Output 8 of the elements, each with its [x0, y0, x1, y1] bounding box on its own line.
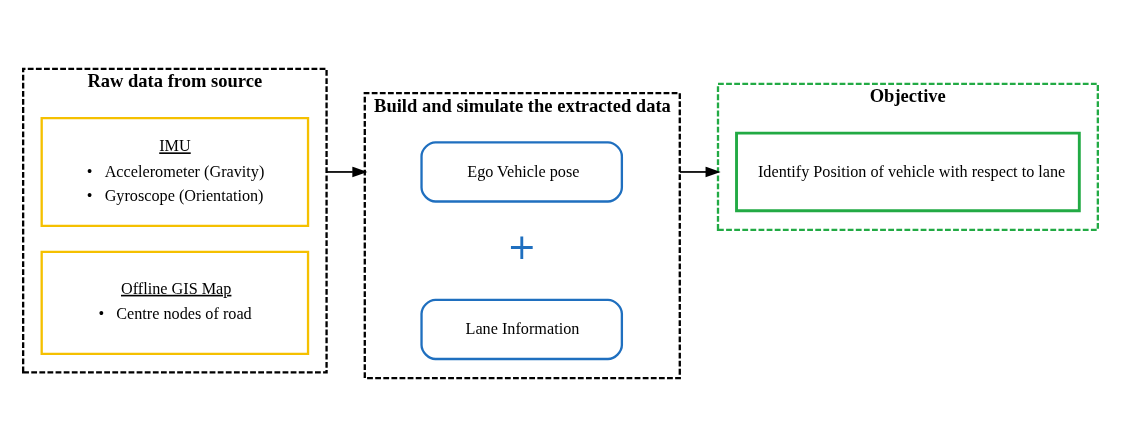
node-box: Identify Position of vehicle with respect to lane — [735, 131, 1081, 213]
label: + — [507, 227, 537, 268]
arrow — [325, 166, 368, 178]
arrow — [678, 166, 721, 178]
node-box: IMU • Accelerometer (Gravity) • Gyroscope (Orientation) — [40, 116, 310, 227]
node-box: Offline GIS Map • Centre nodes of road — [40, 250, 310, 355]
node-box: Ego Vehicle pose — [420, 141, 624, 203]
node-box: Lane Information — [420, 298, 624, 361]
